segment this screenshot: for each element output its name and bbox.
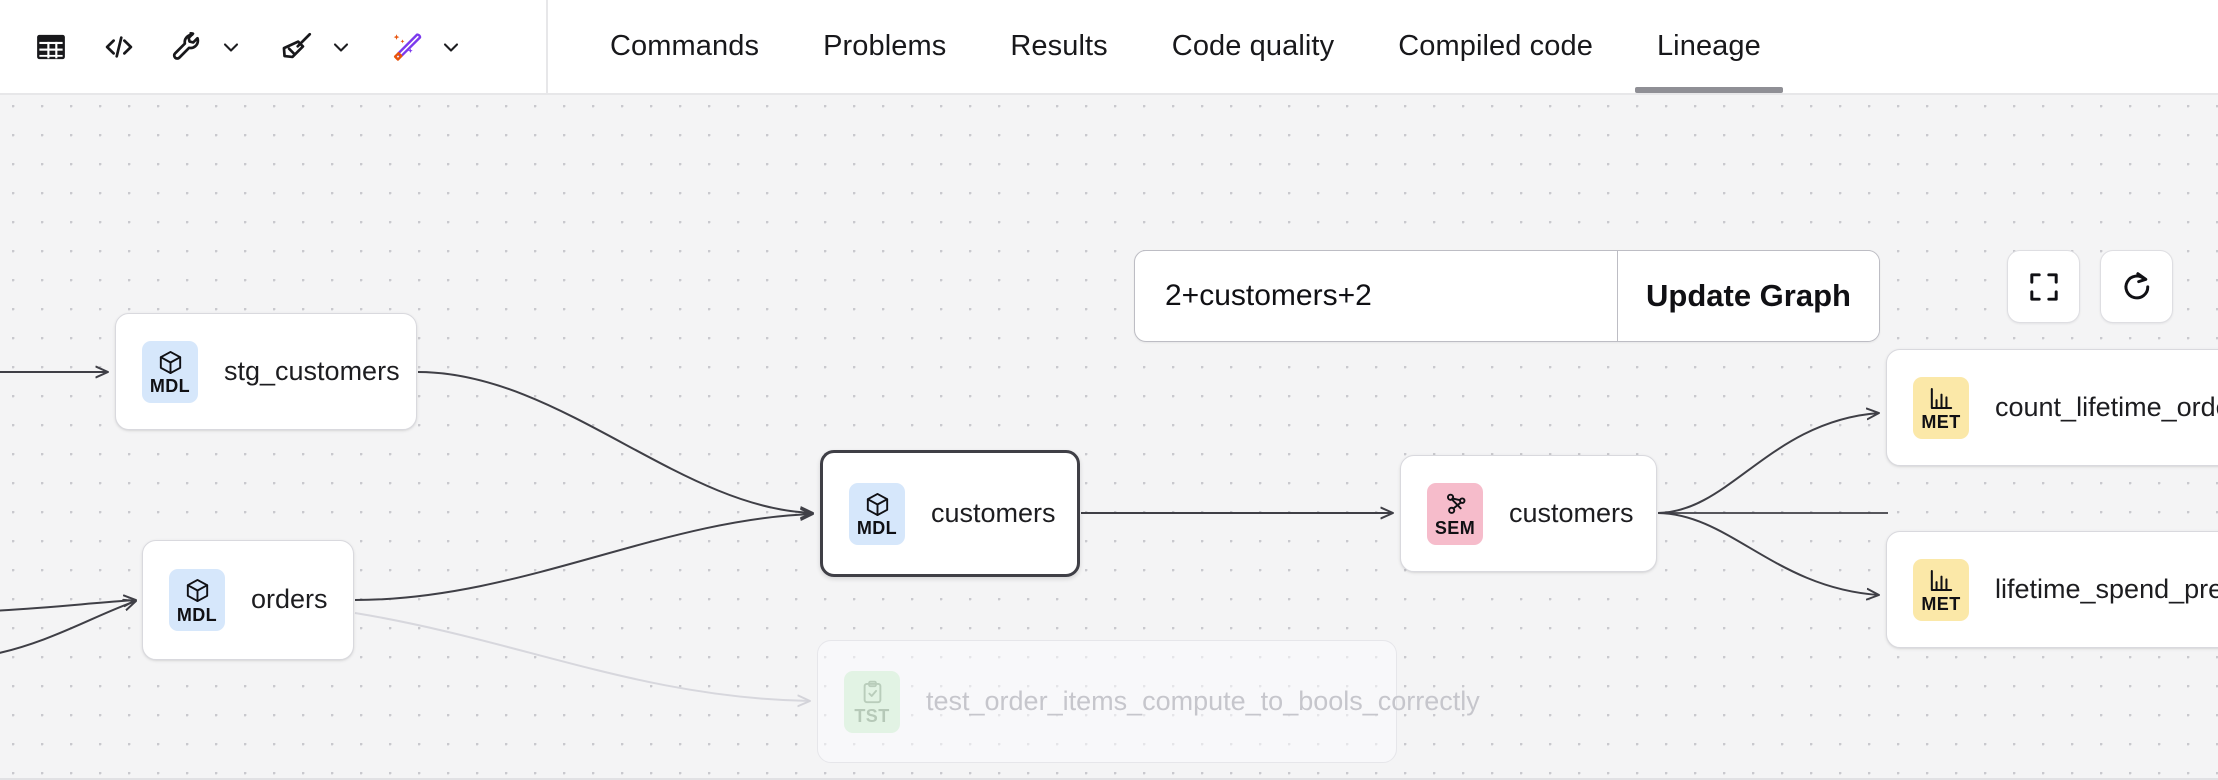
tab-bar: Commands Problems Results Code quality C… bbox=[548, 0, 1793, 93]
edge-offscreen-to-orders-b bbox=[0, 601, 136, 654]
editor-toolbar bbox=[0, 0, 548, 93]
edge-stg-customers-to-customers bbox=[417, 371, 813, 513]
node-test-order-items[interactable]: TST test_order_items_compute_to_bools_co… bbox=[817, 640, 1480, 763]
edge-sem-to-count-lifetime-orders bbox=[1657, 413, 1879, 514]
table-view-button[interactable] bbox=[24, 20, 78, 74]
node-label: customers bbox=[1509, 497, 1634, 528]
badge-code: TST bbox=[854, 706, 890, 726]
badge-met: MET bbox=[1913, 376, 1969, 439]
node-label: count_lifetime_orders bbox=[1995, 391, 2218, 422]
badge-sem: SEM bbox=[1427, 482, 1483, 545]
node-label: customers bbox=[931, 497, 1056, 528]
badge-code: MDL bbox=[856, 518, 898, 538]
node-orders[interactable]: MDL orders bbox=[142, 540, 354, 660]
node-label: test_order_items_compute_to_bools_correc… bbox=[926, 685, 1480, 716]
edge-orders-to-test-order-items bbox=[354, 612, 810, 701]
graph-search-bar: Update Graph bbox=[1134, 250, 1880, 342]
node-lifetime-spend-pretax[interactable]: MET lifetime_spend_pretax bbox=[1886, 531, 2218, 648]
node-stg-customers[interactable]: MDL stg_customers bbox=[115, 313, 417, 430]
node-customers-semantic[interactable]: SEM customers bbox=[1400, 455, 1657, 572]
cube-icon bbox=[157, 348, 184, 376]
broom-chevron-down-icon[interactable] bbox=[324, 23, 358, 71]
edge-orders-to-customers bbox=[354, 514, 813, 601]
lineage-canvas[interactable]: MDL stg_customers MDL orders bbox=[0, 95, 2218, 780]
tools-group bbox=[160, 20, 248, 74]
node-customers-model[interactable]: MDL customers bbox=[820, 450, 1080, 577]
fit-view-button[interactable] bbox=[2007, 250, 2080, 323]
badge-code: MDL bbox=[176, 604, 218, 625]
tab-results[interactable]: Results bbox=[978, 0, 1139, 93]
update-graph-button[interactable]: Update Graph bbox=[1617, 251, 1879, 341]
badge-mdl: MDL bbox=[169, 569, 225, 631]
node-label: lifetime_spend_pretax bbox=[1995, 573, 2218, 604]
node-count-lifetime-orders[interactable]: MET count_lifetime_orders bbox=[1886, 349, 2218, 466]
cube-icon bbox=[864, 490, 891, 518]
top-bar: Commands Problems Results Code quality C… bbox=[0, 0, 2218, 95]
edge-sem-to-lifetime-spend-pretax bbox=[1657, 512, 1879, 595]
ai-assist-group bbox=[380, 20, 468, 74]
canvas-controls bbox=[2007, 250, 2173, 323]
wrench-button[interactable] bbox=[160, 20, 214, 74]
refresh-button[interactable] bbox=[2100, 250, 2173, 323]
network-icon bbox=[1442, 490, 1469, 518]
bar-chart-icon bbox=[1928, 384, 1955, 412]
graph-search-input[interactable] bbox=[1135, 251, 1617, 341]
node-label: orders bbox=[251, 584, 328, 615]
badge-met: MET bbox=[1913, 558, 1969, 621]
tab-problems[interactable]: Problems bbox=[791, 0, 978, 93]
tab-lineage[interactable]: Lineage bbox=[1625, 0, 1793, 93]
clipboard-check-icon bbox=[859, 678, 886, 706]
code-view-button[interactable] bbox=[92, 20, 146, 74]
badge-code: MDL bbox=[149, 376, 191, 396]
magic-wand-button[interactable] bbox=[380, 20, 434, 74]
badge-code: SEM bbox=[1434, 518, 1476, 538]
wrench-chevron-down-icon[interactable] bbox=[214, 23, 248, 71]
edge-offscreen-to-orders-a bbox=[0, 600, 136, 612]
tab-code-quality[interactable]: Code quality bbox=[1140, 0, 1366, 93]
badge-code: MET bbox=[1921, 412, 1961, 432]
badge-mdl: MDL bbox=[849, 482, 905, 545]
badge-tst: TST bbox=[844, 670, 900, 733]
tab-compiled-code[interactable]: Compiled code bbox=[1366, 0, 1625, 93]
broom-button[interactable] bbox=[270, 20, 324, 74]
node-label: stg_customers bbox=[224, 355, 400, 386]
badge-code: MET bbox=[1921, 594, 1961, 614]
format-group bbox=[270, 20, 358, 74]
ai-assist-chevron-down-icon[interactable] bbox=[434, 23, 468, 71]
badge-mdl: MDL bbox=[142, 340, 198, 403]
bar-chart-icon bbox=[1928, 566, 1955, 594]
tab-commands[interactable]: Commands bbox=[578, 0, 791, 93]
cube-icon bbox=[184, 577, 211, 605]
